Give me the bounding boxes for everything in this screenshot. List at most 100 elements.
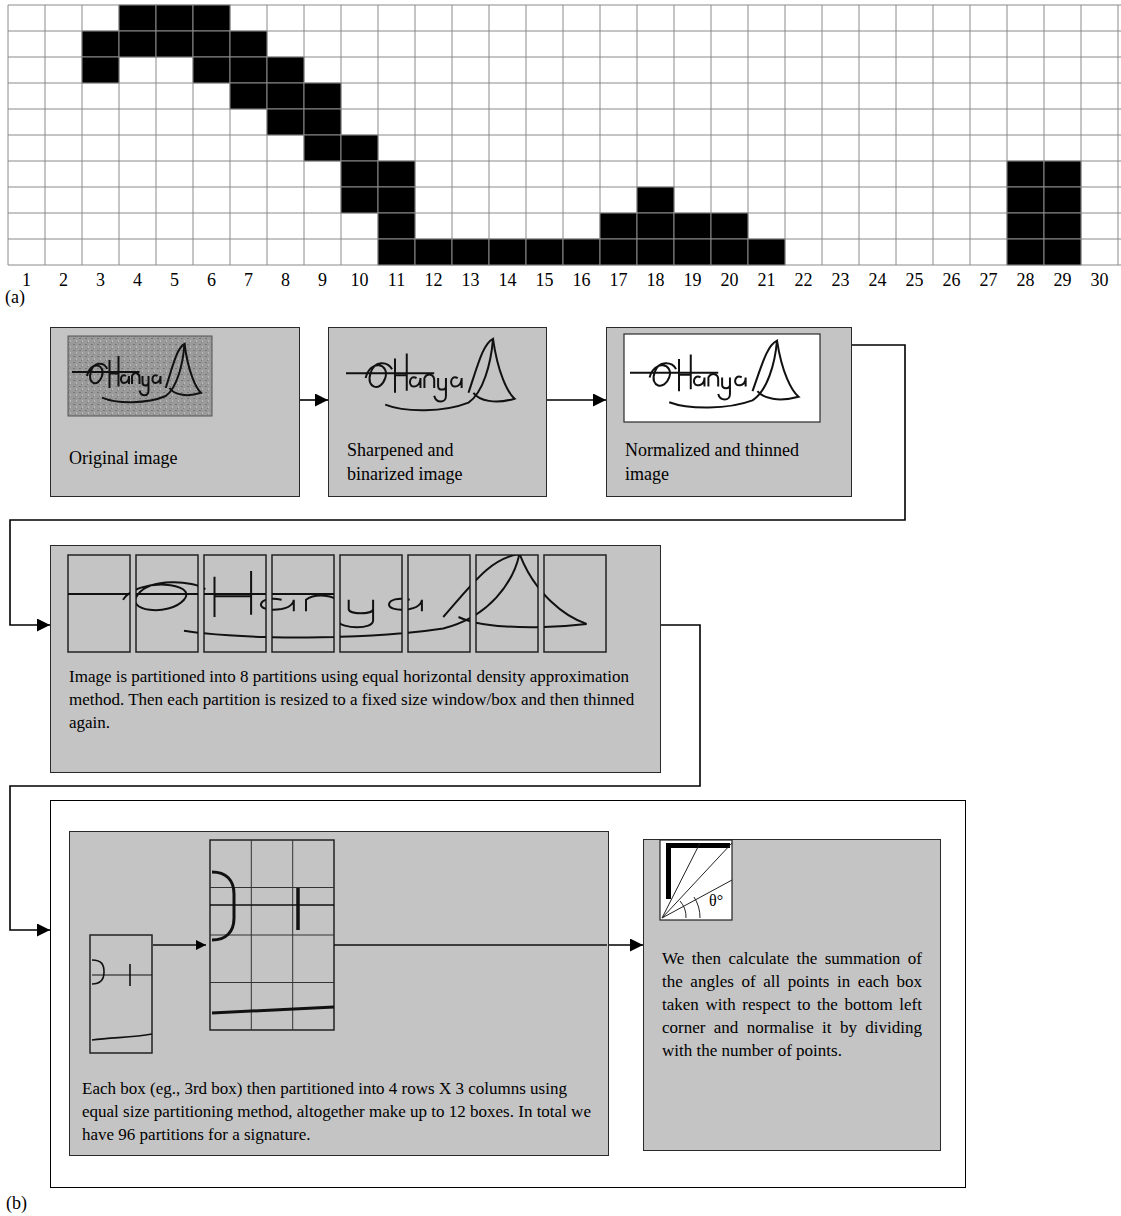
column-number: 13: [462, 271, 480, 289]
black-pixel: [82, 57, 119, 83]
pixel-grid: [8, 5, 1121, 265]
column-number: 17: [610, 271, 628, 289]
black-pixel: [230, 57, 267, 83]
grid-line: [8, 161, 1121, 162]
black-pixel: [304, 135, 341, 161]
grid-line: [1081, 5, 1082, 265]
grid-line: [341, 5, 342, 265]
grid-line: [600, 5, 601, 265]
panel-label: (a): [5, 288, 25, 306]
black-pixel: [378, 239, 415, 265]
grid-line: [822, 5, 823, 265]
grid-line: [637, 5, 638, 265]
black-pixel: [637, 187, 674, 213]
grid-line: [1007, 5, 1008, 265]
partition-panel: [62, 554, 606, 652]
grid-line: [1118, 5, 1119, 265]
black-pixel: [304, 83, 341, 109]
column-number: 5: [170, 271, 179, 289]
black-pixel: [378, 161, 415, 187]
column-number: 14: [499, 271, 517, 289]
grid-line: [8, 187, 1121, 188]
grid-line: [8, 31, 1121, 32]
column-number: 10: [351, 271, 369, 289]
flow-arrow: [300, 399, 328, 401]
grid-line: [896, 5, 897, 265]
black-pixel: [1007, 239, 1044, 265]
box-text: Image is partitioned into 8 partitions u…: [69, 666, 642, 735]
black-pixel: [526, 239, 563, 265]
column-number: 19: [684, 271, 702, 289]
black-pixel: [341, 135, 378, 161]
column-number: 2: [59, 271, 68, 289]
black-pixel: [674, 213, 711, 239]
grid-line: [8, 239, 1121, 240]
grid-line: [415, 5, 416, 265]
grid-line: [8, 135, 1121, 136]
column-number: 18: [647, 271, 665, 289]
column-number: 28: [1017, 271, 1035, 289]
column-number: 7: [244, 271, 253, 289]
process-box: We then calculate the summation of the a…: [643, 839, 941, 1151]
column-number: 4: [133, 271, 142, 289]
thinned-thumbnail: [624, 334, 820, 422]
original-thumbnail: [68, 336, 212, 416]
black-pixel: [1007, 161, 1044, 187]
black-pixel: [119, 31, 156, 57]
grid-line: [526, 5, 527, 265]
grid-line: [193, 5, 194, 265]
black-pixel: [1044, 187, 1081, 213]
panel-frame: (b)Each box (eg., 3rd box) then partitio…: [50, 800, 966, 1188]
black-pixel: [452, 239, 489, 265]
process-box: Original image: [50, 327, 300, 497]
column-number: 27: [980, 271, 998, 289]
grid-line: [452, 5, 453, 265]
partition-detail: [90, 840, 607, 1053]
column-number: 20: [721, 271, 739, 289]
black-pixel: [415, 239, 452, 265]
column-number: 3: [96, 271, 105, 289]
black-pixel: [1007, 187, 1044, 213]
grid-line: [156, 5, 157, 265]
partition-panel: [62, 554, 587, 652]
black-pixel: [304, 109, 341, 135]
grid-line: [8, 213, 1121, 214]
grid-line: [8, 109, 1121, 110]
column-number: 22: [795, 271, 813, 289]
black-pixel: [637, 213, 674, 239]
flow-arrow: [547, 399, 606, 401]
grid-line: [711, 5, 712, 265]
grid-line: [674, 5, 675, 265]
grid-line: [933, 5, 934, 265]
black-pixel: [267, 109, 304, 135]
column-number: 1: [22, 271, 31, 289]
grid-line: [82, 5, 83, 265]
grid-line: [230, 5, 231, 265]
column-number: 24: [869, 271, 887, 289]
partition-panel: [62, 554, 587, 652]
process-box: Normalized and thinned image: [606, 327, 852, 497]
column-number: 8: [281, 271, 290, 289]
grid-line: [8, 83, 1121, 84]
black-pixel: [378, 213, 415, 239]
black-pixel: [193, 57, 230, 83]
box-text: Sharpened and binarized image: [347, 438, 522, 487]
black-pixel: [711, 239, 748, 265]
grid-line: [267, 5, 268, 265]
grid-line: [785, 5, 786, 265]
column-number: 26: [943, 271, 961, 289]
process-box: Sharpened and binarized image: [328, 327, 547, 497]
box-text: We then calculate the summation of the a…: [662, 948, 922, 1063]
column-number: 30: [1091, 271, 1109, 289]
partition-panel: [62, 554, 587, 652]
grid-line: [378, 5, 379, 265]
grid-line: [8, 57, 1121, 58]
process-box: Each box (eg., 3rd box) then partitioned…: [69, 831, 609, 1156]
black-pixel: [600, 239, 637, 265]
box-text: Original image: [69, 446, 281, 470]
black-pixel: [637, 239, 674, 265]
grid-line: [8, 5, 1121, 6]
grid-line: [119, 5, 120, 265]
